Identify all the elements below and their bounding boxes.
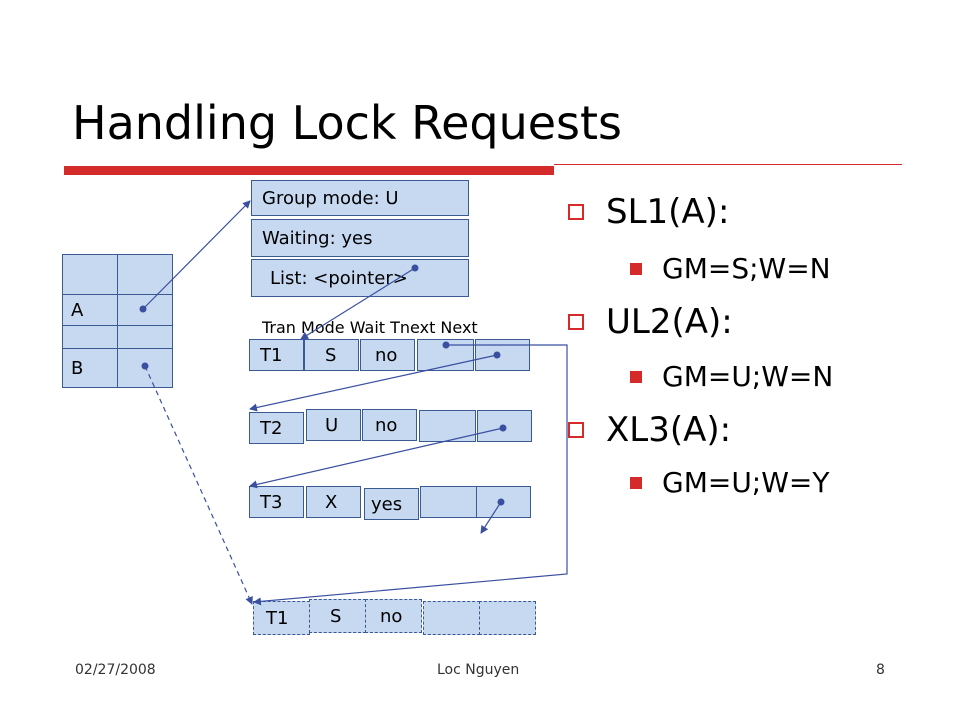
- sub-bullet-label: GM=U;W=N: [662, 360, 834, 393]
- sub-bullet-xl3: GM=U;W=Y: [630, 466, 830, 499]
- tran-cell: T2: [249, 412, 304, 444]
- tran-label: T2: [260, 417, 283, 439]
- filled-square-bullet-icon: [630, 370, 642, 383]
- bullet-ul2: UL2(A):: [568, 302, 733, 342]
- tnext-cell: [420, 486, 477, 518]
- pointer-t1-tnext-to-other-t1: [253, 341, 568, 606]
- tran-cell: T1: [249, 339, 304, 371]
- bullet-label: XL3(A):: [606, 410, 732, 450]
- filled-square-bullet-icon: [630, 476, 642, 489]
- mode-label: S: [330, 605, 342, 627]
- list-label: List: <pointer>: [270, 267, 408, 289]
- bullet-xl3: XL3(A):: [568, 410, 731, 450]
- bullet-sl1: SL1(A):: [568, 192, 729, 232]
- pointer-b-to-other-t1: [141, 362, 253, 605]
- waiting-label: Waiting: yes: [262, 227, 373, 249]
- bullet-label: UL2(A):: [606, 302, 733, 342]
- sub-bullet-ul2: GM=U;W=N: [630, 360, 833, 393]
- bullet-label: SL1(A):: [606, 192, 730, 232]
- footer-date: 02/27/2008: [75, 662, 156, 678]
- wait-cell: no: [365, 599, 422, 633]
- waiting-box: Waiting: yes: [251, 219, 469, 257]
- pointer-t2-next-to-t3: [249, 424, 507, 489]
- slide-title: Handling Lock Requests: [72, 96, 623, 150]
- wait-label: no: [375, 344, 398, 366]
- wait-cell: no: [360, 339, 415, 371]
- sub-bullet-label: GM=U;W=Y: [662, 466, 830, 499]
- tran-label: T3: [260, 491, 283, 513]
- pointer-list-to-t1: [300, 264, 419, 340]
- mode-cell: X: [306, 486, 361, 518]
- wait-label: no: [375, 414, 398, 436]
- pointer-t1-next-to-t2: [249, 351, 501, 412]
- mode-label: U: [325, 414, 339, 436]
- list-box: List: <pointer>: [251, 259, 469, 297]
- wait-cell: no: [362, 409, 417, 441]
- mode-cell: U: [306, 409, 361, 441]
- next-cell: [479, 601, 536, 635]
- tnext-cell: [423, 601, 480, 635]
- mode-label: S: [325, 344, 337, 366]
- sub-bullet-label: GM=S;W=N: [662, 252, 831, 285]
- sub-bullet-sl1: GM=S;W=N: [630, 252, 831, 285]
- next-cell: [475, 339, 530, 371]
- pointer-a-to-lock-info: [139, 200, 251, 313]
- filled-square-bullet-icon: [630, 262, 642, 275]
- group-mode-box: Group mode: U: [251, 180, 469, 216]
- title-underline-thick: [64, 166, 554, 175]
- hash-cell: [62, 254, 118, 295]
- wait-cell: yes: [364, 488, 419, 520]
- queue-column-header: Tran Mode Wait Tnext Next: [262, 318, 478, 337]
- wait-label: yes: [371, 493, 403, 515]
- footer-page-number: 8: [876, 662, 885, 678]
- mode-label: X: [325, 491, 338, 513]
- hash-key-b: B: [71, 357, 84, 379]
- hollow-square-bullet-icon: [568, 314, 584, 330]
- group-mode-label: Group mode: U: [262, 187, 399, 209]
- hash-cell-b-key: B: [62, 348, 118, 388]
- tran-label: T1: [266, 607, 289, 629]
- hash-cell-a-key: A: [62, 294, 118, 326]
- tran-cell: T3: [249, 486, 304, 518]
- mode-cell: S: [304, 339, 359, 371]
- hash-cell: [117, 325, 173, 349]
- title-underline-thin: [554, 164, 902, 165]
- hollow-square-bullet-icon: [568, 204, 584, 220]
- hollow-square-bullet-icon: [568, 422, 584, 438]
- pointer-t3-next-null: [480, 498, 505, 534]
- tran-label: T1: [260, 344, 283, 366]
- hash-key-a: A: [71, 299, 84, 321]
- wait-label: no: [380, 605, 403, 627]
- footer-author: Loc Nguyen: [437, 662, 520, 678]
